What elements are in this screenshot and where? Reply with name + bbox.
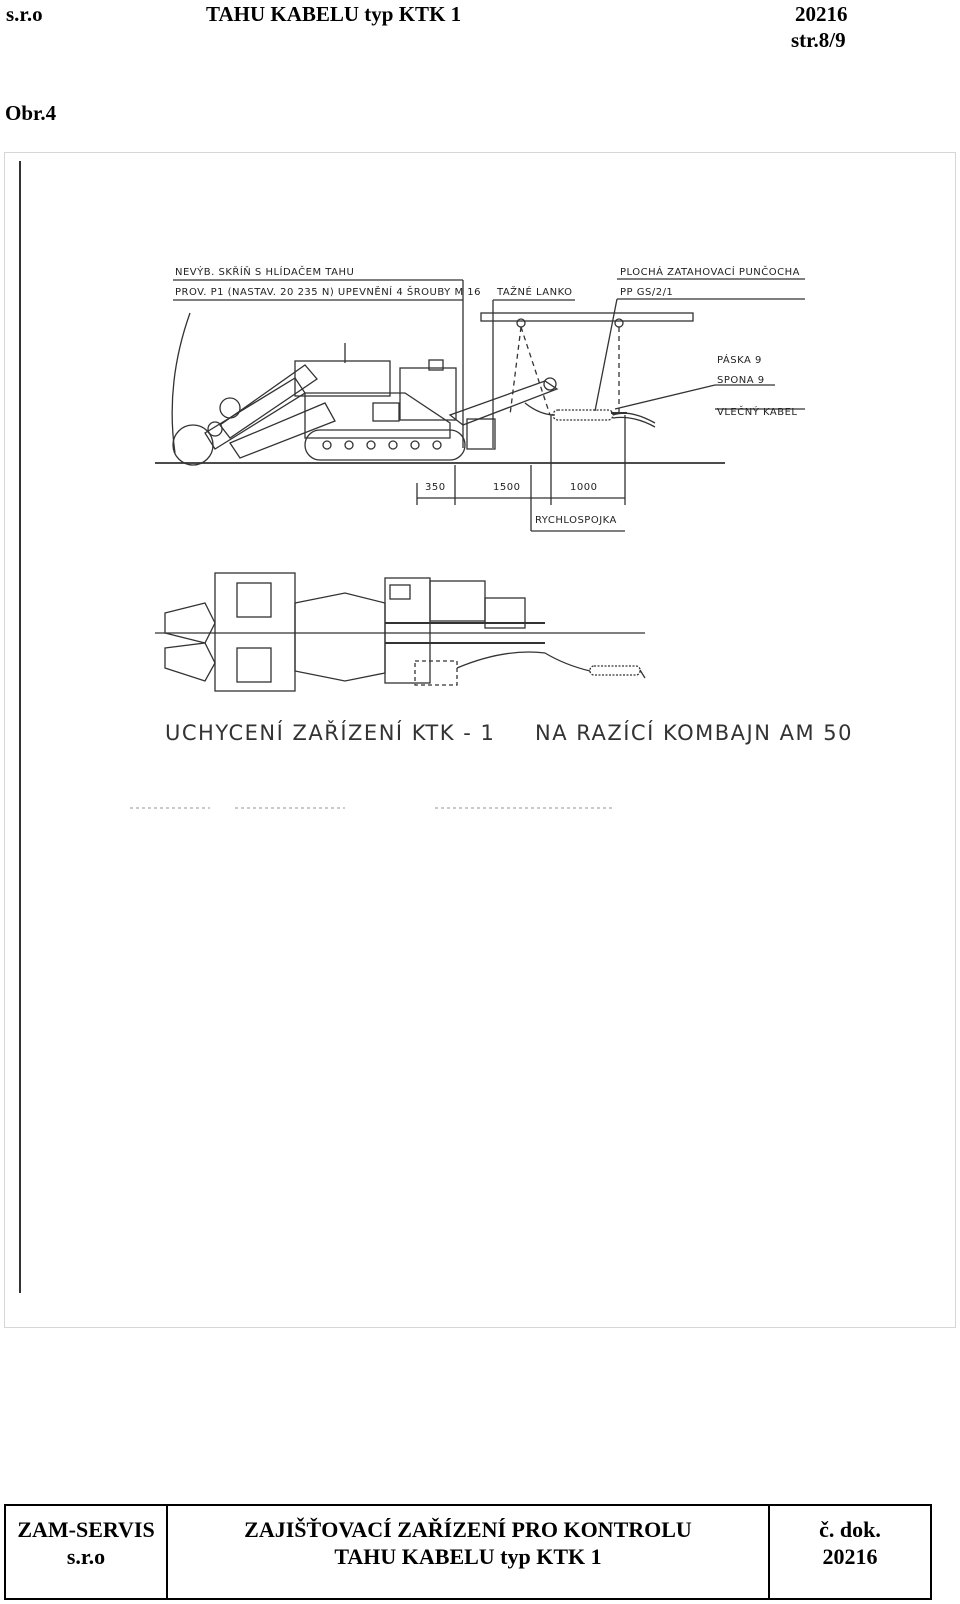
footer-doc-cell: č. dok. 20216 xyxy=(768,1506,930,1598)
footer-title-line2: TAHU KABELU typ KTK 1 xyxy=(334,1544,602,1569)
label-sock-line2: PP GS/2/1 xyxy=(620,287,673,298)
label-tape: PÁSKA 9 xyxy=(717,353,762,366)
label-trailing-cable: VLEČNÝ KABEL xyxy=(717,405,797,418)
label-sock-line1: PLOCHÁ ZATAHOVACÍ PUNČOCHA xyxy=(620,265,800,278)
header-doc-number: 20216 xyxy=(795,2,848,26)
caption-left: UCHYCENÍ ZAŘÍZENÍ KTK - 1 xyxy=(165,720,495,745)
header-title: TAHU KABELU typ KTK 1 xyxy=(206,2,462,26)
dimension-350: 350 xyxy=(425,482,446,493)
label-quick-coupling: RYCHLOSPOJKA xyxy=(535,515,617,526)
caption-right: NA RAZÍCÍ KOMBAJN AM 50 xyxy=(535,720,853,745)
machine-diagram: NEVÝB. SKŘÍŇ S HLÍDAČEM TAHU PROV. P1 (N… xyxy=(19,161,853,1293)
footer-company-form: s.r.o xyxy=(66,1544,106,1569)
footer-title-cell: ZAJIŠŤOVACÍ ZAŘÍZENÍ PRO KONTROLU TAHU K… xyxy=(166,1506,768,1598)
figure-label: Obr.4 xyxy=(5,101,57,125)
dimension-1500: 1500 xyxy=(493,482,520,493)
footer-title-line1: ZAJIŠŤOVACÍ ZAŘÍZENÍ PRO KONTROLU xyxy=(244,1517,692,1542)
label-housing-line1: NEVÝB. SKŘÍŇ S HLÍDAČEM TAHU xyxy=(175,265,354,278)
footer-doc-label: č. dok. xyxy=(819,1517,881,1542)
label-pull-rope: TAŽNÉ LANKO xyxy=(496,285,573,298)
scanned-drawing: NEVÝB. SKŘÍŇ S HLÍDAČEM TAHU PROV. P1 (N… xyxy=(4,152,956,1328)
footer-company-name: ZAM-SERVIS xyxy=(17,1517,155,1542)
label-clip: SPONA 9 xyxy=(717,375,765,386)
footer-table: ZAM-SERVIS s.r.o ZAJIŠŤOVACÍ ZAŘÍZENÍ PR… xyxy=(4,1504,932,1600)
header-page-number: str.8/9 xyxy=(791,28,846,52)
header-company: s.r.o xyxy=(6,2,43,26)
footer-company-cell: ZAM-SERVIS s.r.o xyxy=(6,1506,166,1598)
footer-doc-number: 20216 xyxy=(822,1544,878,1569)
dimension-1000: 1000 xyxy=(570,482,597,493)
label-housing-line2: PROV. P1 (NASTAV. 20 235 N) UPEVNĚNÍ 4 Š… xyxy=(175,285,481,298)
